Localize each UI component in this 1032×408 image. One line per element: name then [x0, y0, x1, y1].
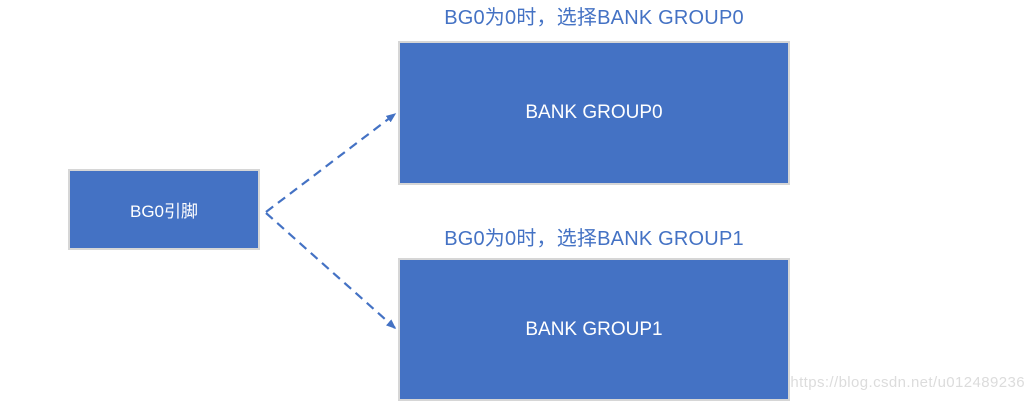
- watermark-url: https://blog.csdn.net/u012489236: [790, 374, 1025, 391]
- dashed-arrow-to-bank-group0: [265, 113, 397, 213]
- caption-select-bank-group1: BG0为0时，选择BANK GROUP1: [444, 228, 744, 250]
- caption-select-bank-group0: BG0为0时，选择BANK GROUP0: [444, 7, 744, 29]
- box-bank-group1-label: BANK GROUP1: [525, 318, 663, 340]
- box-bg0-pin: BG0引脚: [68, 169, 260, 250]
- box-bank-group0: BANK GROUP0: [398, 41, 790, 185]
- dashed-arrow-to-bank-group1: [265, 212, 397, 329]
- box-bank-group1: BANK GROUP1: [398, 258, 790, 401]
- box-bg0-pin-label: BG0引脚: [129, 202, 199, 221]
- box-bank-group0-label: BANK GROUP0: [525, 102, 663, 123]
